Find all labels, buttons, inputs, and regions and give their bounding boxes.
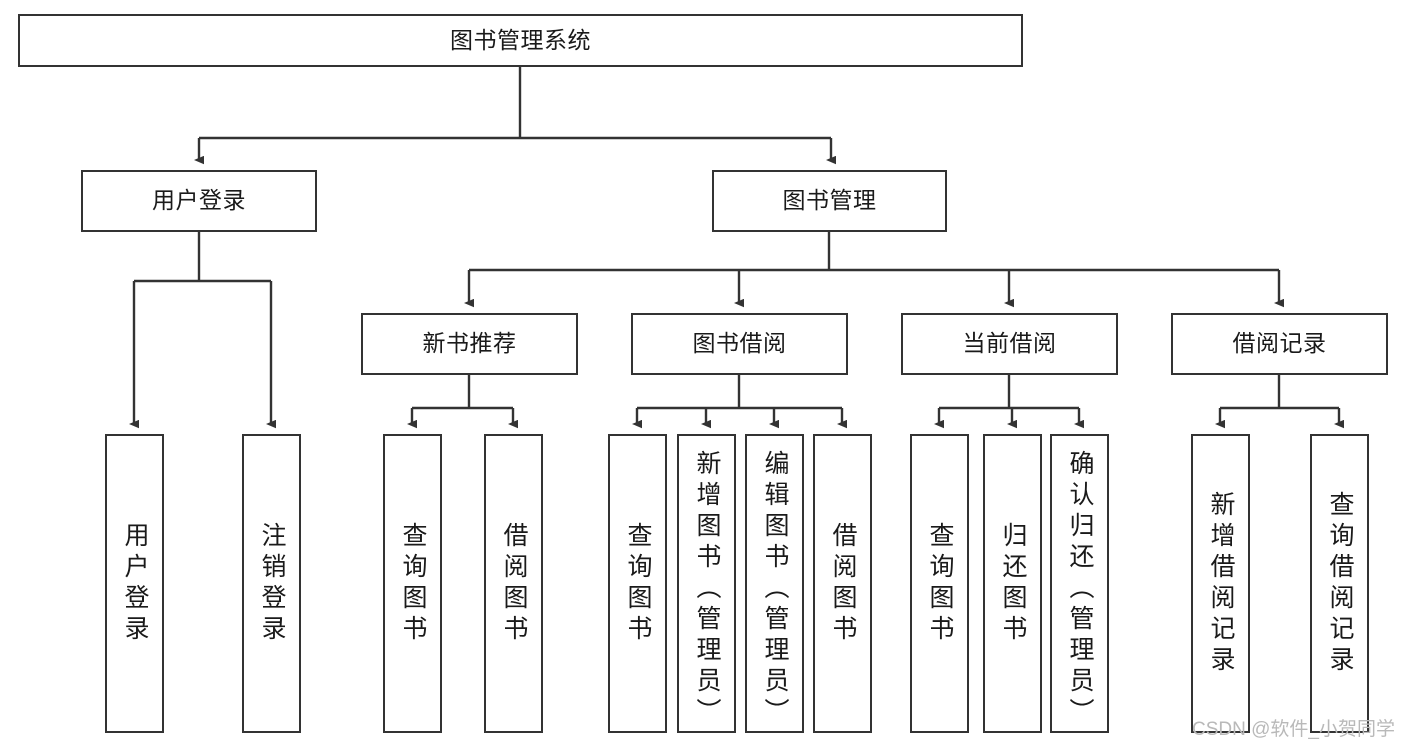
node-leaf-query-borrow-record-label: 查询借阅记录 xyxy=(1326,490,1354,677)
node-current-borrow[interactable]: 当前借阅 xyxy=(901,313,1118,375)
node-leaf-query-book-3-label: 查询图书 xyxy=(926,521,954,646)
node-leaf-add-book-admin-label: 新增图书（管理员） xyxy=(693,449,721,729)
node-leaf-borrow-book-1-label: 借阅图书 xyxy=(500,521,528,646)
node-borrow-record-label: 借阅记录 xyxy=(1232,330,1327,357)
node-leaf-borrow-book-2[interactable]: 借阅图书 xyxy=(813,434,872,733)
node-root[interactable]: 图书管理系统 xyxy=(18,14,1023,67)
node-leaf-add-borrow-record-label: 新增借阅记录 xyxy=(1207,490,1235,677)
node-leaf-user-logout-label: 注销登录 xyxy=(258,521,286,646)
node-leaf-edit-book-admin[interactable]: 编辑图书（管理员） xyxy=(745,434,804,733)
node-user-login[interactable]: 用户登录 xyxy=(81,170,317,232)
node-leaf-add-book-admin[interactable]: 新增图书（管理员） xyxy=(677,434,736,733)
node-leaf-query-book-2-label: 查询图书 xyxy=(624,521,652,646)
node-book-manage-label: 图书管理 xyxy=(782,187,877,214)
node-leaf-confirm-return-admin[interactable]: 确认归还（管理员） xyxy=(1050,434,1109,733)
node-leaf-return-book-label: 归还图书 xyxy=(999,521,1027,646)
node-current-borrow-label: 当前借阅 xyxy=(962,330,1057,357)
node-book-borrow[interactable]: 图书借阅 xyxy=(631,313,848,375)
node-leaf-add-borrow-record[interactable]: 新增借阅记录 xyxy=(1191,434,1250,733)
node-user-login-label: 用户登录 xyxy=(152,187,246,214)
node-book-borrow-label: 图书借阅 xyxy=(692,330,787,357)
node-leaf-user-login[interactable]: 用户登录 xyxy=(105,434,164,733)
node-new-book-recommend-label: 新书推荐 xyxy=(422,330,517,357)
node-borrow-record[interactable]: 借阅记录 xyxy=(1171,313,1388,375)
node-leaf-return-book[interactable]: 归还图书 xyxy=(983,434,1042,733)
node-leaf-query-book-1[interactable]: 查询图书 xyxy=(383,434,442,733)
watermark-text: CSDN @软件_小贺同学 xyxy=(1192,719,1395,740)
node-book-manage[interactable]: 图书管理 xyxy=(712,170,947,232)
node-leaf-borrow-book-1[interactable]: 借阅图书 xyxy=(484,434,543,733)
node-leaf-query-borrow-record[interactable]: 查询借阅记录 xyxy=(1310,434,1369,733)
node-new-book-recommend[interactable]: 新书推荐 xyxy=(361,313,578,375)
node-leaf-borrow-book-2-label: 借阅图书 xyxy=(829,521,857,646)
node-root-label: 图书管理系统 xyxy=(450,26,591,53)
node-leaf-user-logout[interactable]: 注销登录 xyxy=(242,434,301,733)
node-leaf-confirm-return-admin-label: 确认归还（管理员） xyxy=(1066,449,1094,729)
node-leaf-query-book-3[interactable]: 查询图书 xyxy=(910,434,969,733)
node-leaf-query-book-1-label: 查询图书 xyxy=(399,521,427,646)
node-leaf-user-login-label: 用户登录 xyxy=(121,521,149,646)
node-leaf-query-book-2[interactable]: 查询图书 xyxy=(608,434,667,733)
node-leaf-edit-book-admin-label: 编辑图书（管理员） xyxy=(761,449,789,729)
